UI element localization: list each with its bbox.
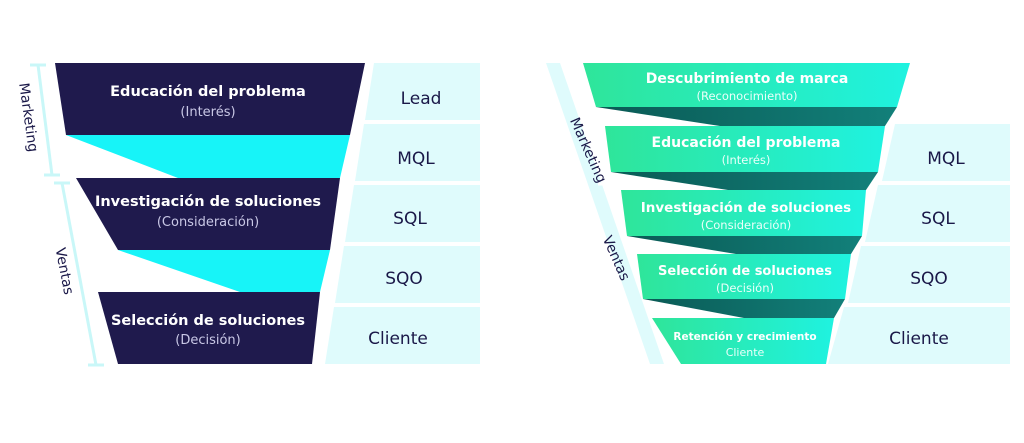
left-step-2-subtitle: (Consideración) (157, 215, 259, 230)
left-step-1-title: Educación del problema (110, 84, 306, 100)
left-bracket-ventas (60, 182, 98, 366)
left-stage-cell-sql (345, 185, 480, 242)
right-step-3-shape (621, 190, 866, 236)
left-step-3-subtitle: (Decisión) (175, 333, 241, 348)
left-side-label-ventas: Ventas (52, 246, 77, 296)
right-step-3-subtitle: (Consideración) (701, 218, 792, 232)
right-step-4-title: Selección de soluciones (658, 264, 832, 279)
left-step-2-title: Investigación de soluciones (95, 194, 321, 210)
right-step-2-subtitle: (Interés) (722, 153, 771, 167)
left-stage-cell-lead (365, 63, 480, 120)
left-stage-mql: MQL (397, 149, 435, 169)
left-stage-cell-cliente (325, 307, 480, 364)
right-stage-sql: SQL (921, 209, 955, 229)
right-connector-3 (627, 236, 862, 254)
left-stage-cell-mql (355, 124, 480, 181)
left-step-3-shape (98, 292, 320, 364)
right-funnel: Descubrimiento de marca (Reconocimiento)… (546, 63, 1010, 364)
left-stage-column (325, 63, 480, 364)
left-stage-lead: Lead (401, 89, 442, 109)
right-step-3-title: Investigación de soluciones (641, 200, 851, 216)
left-stage-cell-sqo (335, 246, 480, 303)
right-stage-cell-mql (882, 124, 1010, 181)
left-funnel: Educación del problema (Interés) Investi… (15, 63, 480, 367)
left-step-1-shape (55, 63, 365, 135)
right-step-2-title: Educación del problema (652, 135, 841, 151)
left-stage-sqo: SQO (385, 269, 423, 289)
right-step-1-subtitle: (Reconocimiento) (696, 89, 797, 103)
right-connector-1 (596, 107, 897, 126)
right-step-5-subtitle: Cliente (726, 346, 765, 359)
right-step-5-title: Retención y crecimiento (673, 331, 816, 343)
right-connector-2 (611, 172, 878, 190)
right-connector-4 (643, 299, 845, 318)
right-side-band (546, 63, 664, 364)
right-step-1-shape (583, 63, 910, 107)
left-bracket-marketing (36, 64, 54, 176)
right-stage-column (828, 124, 1010, 364)
right-step-5-shape (652, 318, 834, 364)
left-side-brackets (30, 63, 104, 367)
right-stage-mql: MQL (927, 149, 965, 169)
right-side-label-ventas: Ventas (599, 233, 633, 283)
right-step-4-subtitle: (Decisión) (716, 281, 774, 295)
right-stage-cliente: Cliente (889, 329, 949, 349)
left-stage-cliente: Cliente (368, 329, 428, 349)
left-step-1-subtitle: (Interés) (180, 105, 235, 120)
left-connector-1 (66, 135, 350, 178)
right-stage-cell-sql (865, 185, 1010, 242)
right-stage-cell-cliente (828, 307, 1010, 364)
right-step-1-title: Descubrimiento de marca (646, 71, 849, 87)
left-stage-sql: SQL (393, 209, 427, 229)
left-step-3-title: Selección de soluciones (111, 313, 305, 329)
right-step-2-shape (605, 126, 885, 172)
left-connector-2 (118, 250, 330, 292)
right-stage-sqo: SQO (910, 269, 948, 289)
right-stage-cell-sqo (848, 246, 1010, 303)
left-step-2-shape (76, 178, 340, 250)
left-side-label-marketing: Marketing (15, 82, 41, 153)
right-step-4-shape (637, 254, 851, 299)
